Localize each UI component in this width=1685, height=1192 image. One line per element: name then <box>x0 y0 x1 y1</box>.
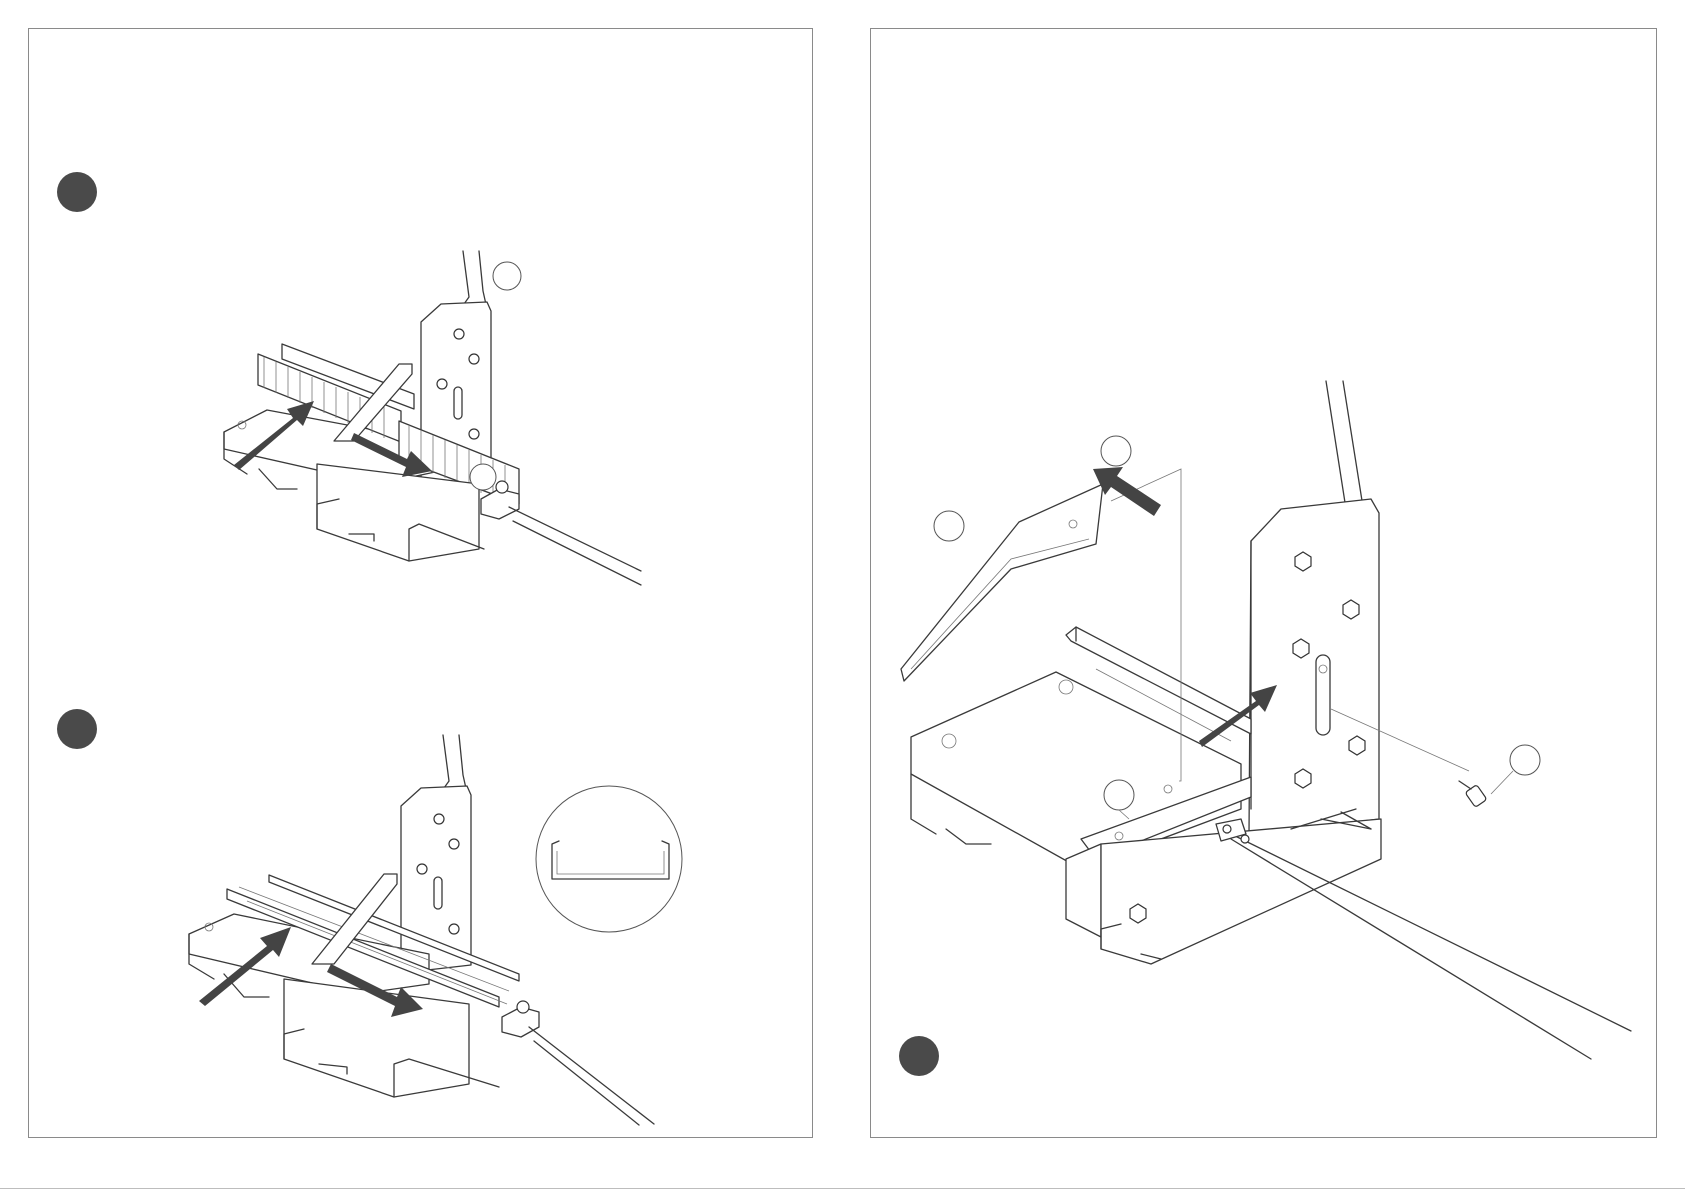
hex-nut-icon <box>434 814 444 824</box>
hex-nut-icon <box>1241 835 1249 843</box>
hex-nut-icon <box>1349 736 1365 755</box>
illustration-blade-replacement <box>871 29 1658 1139</box>
hex-nut-icon <box>449 839 459 849</box>
hex-nut-icon <box>449 924 459 934</box>
removed-blade <box>901 484 1103 681</box>
blade-plate <box>1249 499 1379 835</box>
hex-nut-icon <box>417 864 427 874</box>
hex-nut-icon <box>1343 600 1359 619</box>
measuring-rail <box>529 1027 654 1125</box>
rail-profile-detail <box>536 786 682 932</box>
manual-page-left <box>28 28 813 1138</box>
bolt-icon <box>1459 781 1487 807</box>
manual-page-right <box>870 28 1657 1138</box>
callout-circle-icon <box>1101 436 1131 466</box>
page-bottom-edge <box>0 1188 1685 1189</box>
illustration-rail-cutting <box>29 29 814 1139</box>
hex-nut-icon <box>1130 904 1146 923</box>
callout-circle-icon <box>934 511 964 541</box>
hex-nut-icon <box>517 1001 529 1013</box>
callout-circle-icon <box>1510 745 1540 775</box>
hex-nut-icon <box>1293 639 1309 658</box>
hex-nut-icon <box>1295 552 1311 571</box>
callout-circle-icon <box>1104 780 1134 810</box>
hex-nut-icon <box>1223 825 1231 833</box>
direction-arrow-icon <box>1093 467 1161 516</box>
callout-circle-icon <box>536 786 682 932</box>
hex-nut-icon <box>1295 769 1311 788</box>
